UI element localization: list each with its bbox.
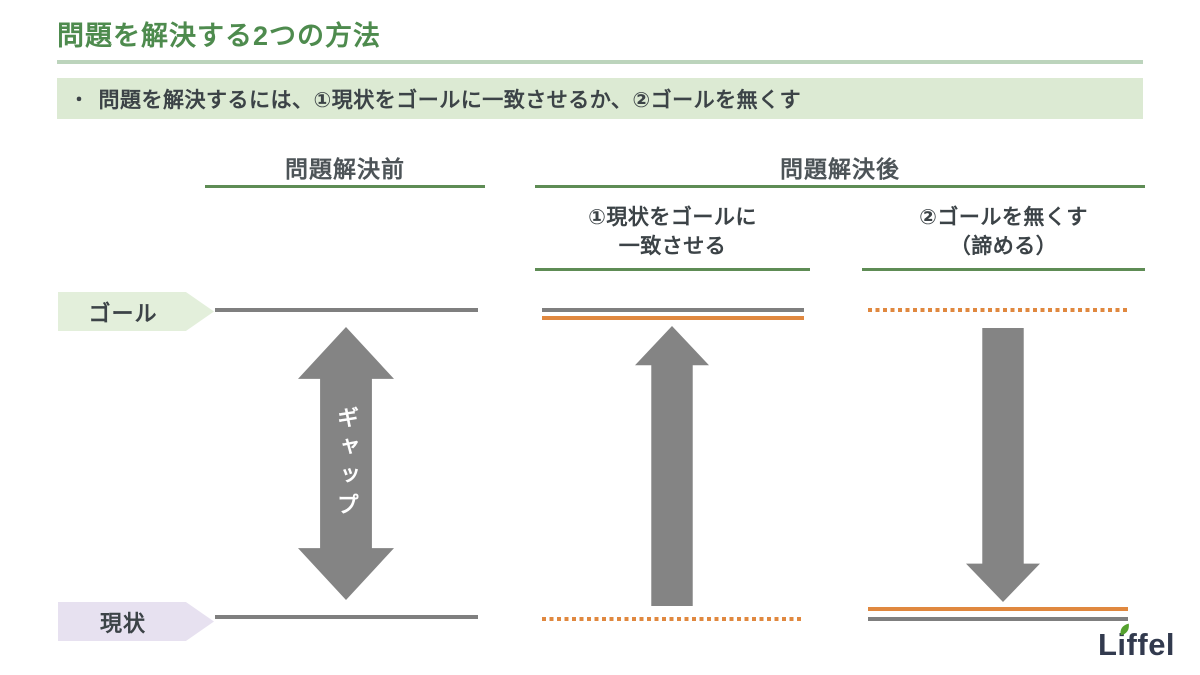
method2-title: ②ゴールを無くす （諦める） [862,203,1145,261]
up-arrow [635,326,709,606]
bullet-icon: ・ [70,89,89,110]
goal-tag-label: ゴール [88,300,158,326]
column-header-before: 問題解決前 [285,156,405,182]
current-tag: 現状 [58,602,214,641]
method2-underline [862,268,1145,271]
summary-banner: ・ 問題を解決するには、①現状をゴールに一致させるか、②ゴールを無くす [57,78,1143,119]
method2-current-line-orange [868,607,1128,611]
column-header-before-underline [205,185,485,188]
down-arrow [966,328,1040,602]
method2-goal-line-dotted [868,308,1128,312]
logo: Liffel [1098,623,1176,663]
current-tag-label: 現状 [99,610,146,636]
method1-current-line-dotted [542,617,804,621]
column-header-after-underline [535,185,1145,188]
before-current-line [215,615,478,619]
logo-text: Liffel [1098,627,1176,662]
gap-double-arrow: ギャップ [298,327,394,600]
title-underline [57,60,1143,64]
summary-text: 問題を解決するには、①現状をゴールに一致させるか、②ゴールを無くす [98,88,802,112]
gap-arrow-label: ギャップ [334,405,359,522]
method1-title-line2: 一致させる [618,235,727,258]
method1-goal-line-orange [542,316,804,320]
column-header-after: 問題解決後 [780,156,900,182]
page-title: 問題を解決する2つの方法 [57,21,382,51]
method1-title: ①現状をゴールに 一致させる [535,203,810,261]
before-goal-line [215,308,478,312]
goal-tag: ゴール [58,292,214,331]
method2-title-line2: （諦める） [949,235,1058,258]
method1-goal-line-gray [542,308,804,312]
method1-title-line1: ①現状をゴールに [588,206,757,229]
method2-current-line-gray [868,617,1128,621]
method1-underline [535,268,810,271]
leaf-icon [1120,623,1129,636]
method2-title-line1: ②ゴールを無くす [919,206,1088,229]
